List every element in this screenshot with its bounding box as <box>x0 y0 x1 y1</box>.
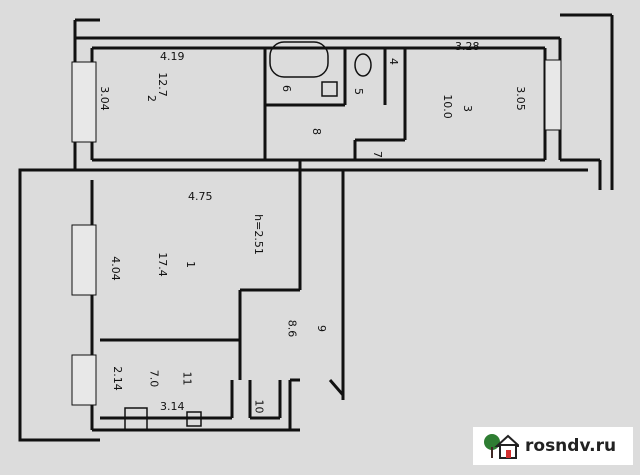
room-9-label: 9 <box>315 325 328 332</box>
room-1-height: 4.04 <box>108 256 122 281</box>
room-1-area: 17.4 <box>155 252 169 277</box>
room-9-area: 8.6 <box>285 319 299 338</box>
room-2-height: 3.04 <box>97 86 111 111</box>
watermark-text: rosndv.ru <box>525 436 617 456</box>
room-3-width: 3.28 <box>455 40 480 53</box>
room-11-width: 3.14 <box>160 400 185 413</box>
room-10-label: 10 <box>252 399 266 414</box>
room-4-label: 4 <box>387 58 400 65</box>
room-3-label: 3 <box>461 105 474 112</box>
room-6-label: 6 <box>280 85 293 92</box>
room-3-area: 10.0 <box>440 94 454 119</box>
ceiling-height: h=2.51 <box>251 214 265 255</box>
room-1-width: 4.75 <box>188 190 213 203</box>
room-11-area: 7.0 <box>147 369 161 388</box>
room-11-label: 11 <box>180 371 194 386</box>
room-5-label: 5 <box>352 88 365 95</box>
room-2-area: 12.7 <box>155 72 169 97</box>
room-7-label: 7 <box>371 151 384 158</box>
room-8-label: 8 <box>310 128 323 135</box>
watermark-badge: rosndv.ru <box>473 427 633 465</box>
room-3-height: 3.05 <box>513 86 527 111</box>
room-1-label: 1 <box>184 261 197 268</box>
house-tree-logo-icon <box>484 434 519 459</box>
room-2-width: 4.19 <box>160 50 185 63</box>
room-11-height: 2.14 <box>110 366 124 391</box>
